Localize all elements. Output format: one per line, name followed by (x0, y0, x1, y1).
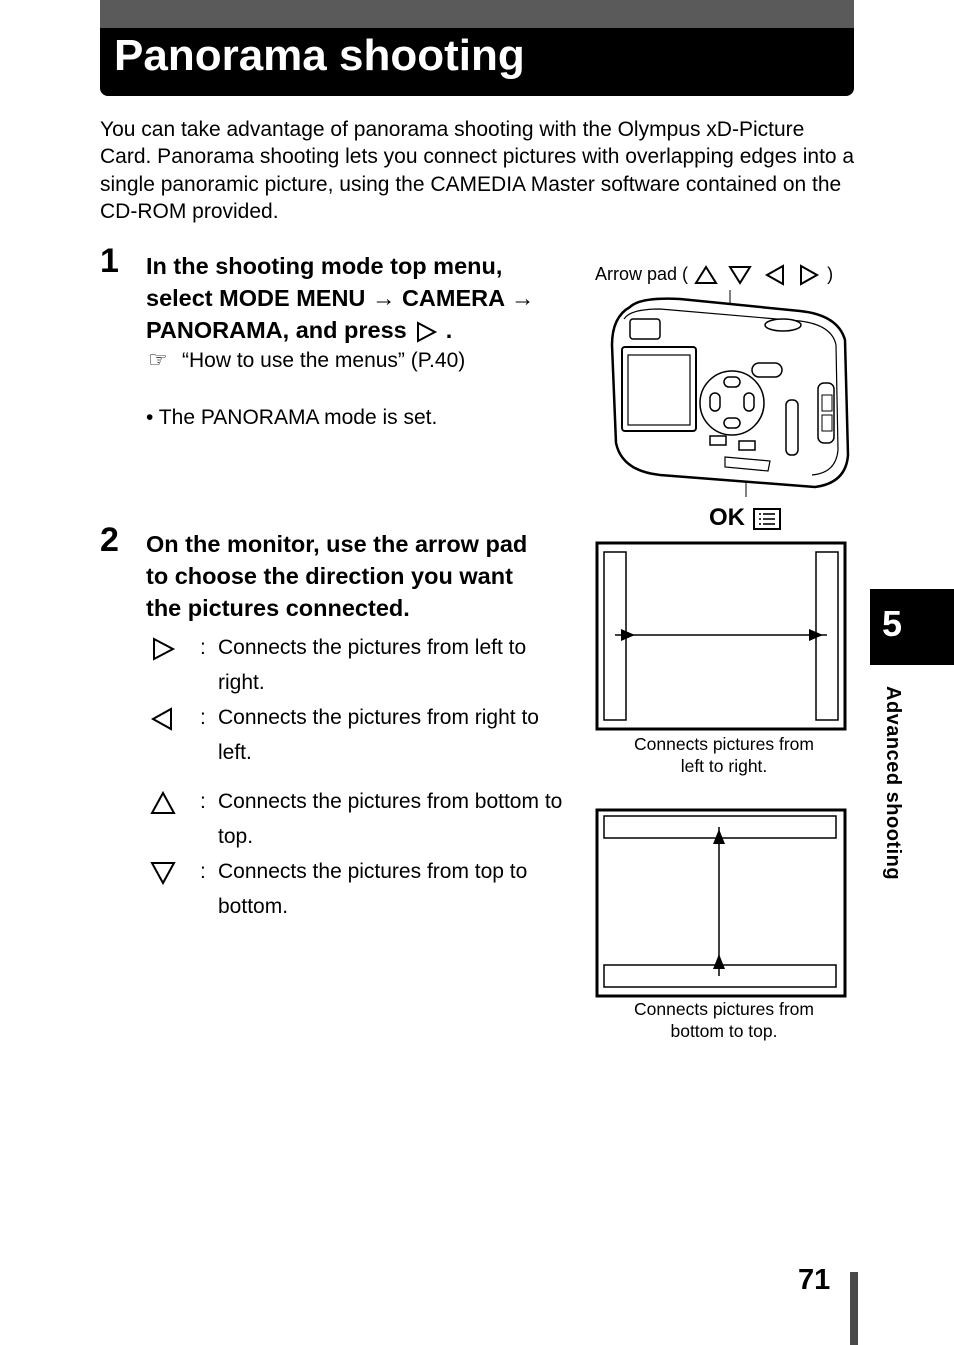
direction-text: Connects the pictures from left to right… (218, 636, 527, 694)
up-triangle-icon (694, 265, 718, 285)
direction-text: Connects the pictures from top to bottom… (218, 860, 528, 918)
title-band (100, 0, 854, 28)
step-1-period: . (445, 317, 453, 343)
direction-item-left: : Connects the pictures from right to le… (148, 700, 568, 770)
step-1-number: 1 (100, 242, 119, 280)
title-bar: Panorama shooting (100, 0, 854, 96)
step-2-line-1: On the monitor, use the arrow pad (146, 531, 528, 557)
chapter-tab: 5 (870, 589, 954, 665)
right-triangle-icon (153, 637, 176, 661)
step-1-line-2: select MODE MENU → CAMERA → (146, 282, 576, 314)
diagram-1-caption: Connects pictures from left to right. (594, 733, 854, 777)
arrow-right-icon: → (371, 285, 396, 311)
step-1-line-3: PANORAMA, and press . (146, 314, 576, 346)
page-title: Panorama shooting (114, 31, 525, 80)
step-1-text-a: select MODE MENU (146, 285, 366, 311)
left-triangle-icon (765, 264, 785, 286)
direction-item-right: : Connects the pictures from left to rig… (148, 630, 568, 700)
chapter-label: Advanced shooting (882, 686, 904, 881)
step-2-number: 2 (100, 521, 119, 559)
reference-text: “How to use the menus” (P.40) (182, 349, 466, 372)
direction-text: Connects the pictures from right to left… (218, 706, 539, 764)
direction-colon: : (200, 790, 206, 813)
step-1-title: In the shooting mode top menu, select MO… (146, 250, 576, 346)
ok-label: OK (709, 503, 782, 533)
right-triangle-icon (417, 321, 438, 343)
caption-line: Connects pictures from (634, 999, 814, 1019)
caption-line: Connects pictures from (634, 734, 814, 754)
step-1-text-c: PANORAMA, and press (146, 317, 407, 343)
direction-item-down: : Connects the pictures from top to bott… (148, 854, 568, 924)
pointing-hand-icon: ☞ (148, 347, 168, 372)
direction-colon: : (200, 860, 206, 883)
step-2-line-3: the pictures connected. (146, 595, 410, 621)
intro-paragraph: You can take advantage of panorama shoot… (100, 118, 855, 223)
direction-item-up: : Connects the pictures from bottom to t… (148, 784, 568, 854)
arrow-pad-label: Arrow pad ( ) (595, 260, 833, 288)
left-to-right-diagram (595, 541, 847, 731)
menu-list-icon (752, 507, 781, 530)
arrow-pad-close: ) (827, 264, 834, 284)
step-2-line-2: to choose the direction you want (146, 563, 513, 589)
right-triangle-icon (800, 264, 820, 286)
left-triangle-icon (150, 707, 172, 731)
direction-text: Connects the pictures from bottom to top… (218, 790, 563, 848)
diagram-2-caption: Connects pictures from bottom to top. (594, 998, 854, 1042)
step-1-line-1: In the shooting mode top menu, (146, 253, 503, 279)
bottom-to-top-diagram (595, 808, 847, 998)
menu-reference: ☞ “How to use the menus” (P.40) (148, 346, 465, 375)
camera-illustration (610, 290, 850, 497)
step-1-text-b: CAMERA (401, 285, 505, 311)
arrow-right-icon: → (510, 285, 535, 311)
caption-line: left to right. (680, 756, 768, 776)
step-2-title: On the monitor, use the arrow pad to cho… (146, 528, 576, 624)
direction-colon: : (200, 706, 206, 729)
down-triangle-icon (728, 266, 752, 286)
caption-line: bottom to top. (670, 1021, 778, 1041)
page-number: 71 (798, 1264, 831, 1296)
ok-text: OK (709, 504, 745, 531)
chapter-number: 5 (882, 603, 903, 644)
page-number-bar (850, 1272, 858, 1345)
bullet-note: • The PANORAMA mode is set. (146, 406, 438, 429)
up-triangle-icon (150, 790, 176, 814)
down-triangle-icon (150, 862, 176, 886)
direction-colon: : (200, 636, 206, 659)
arrow-pad-text: Arrow pad ( (595, 264, 689, 284)
